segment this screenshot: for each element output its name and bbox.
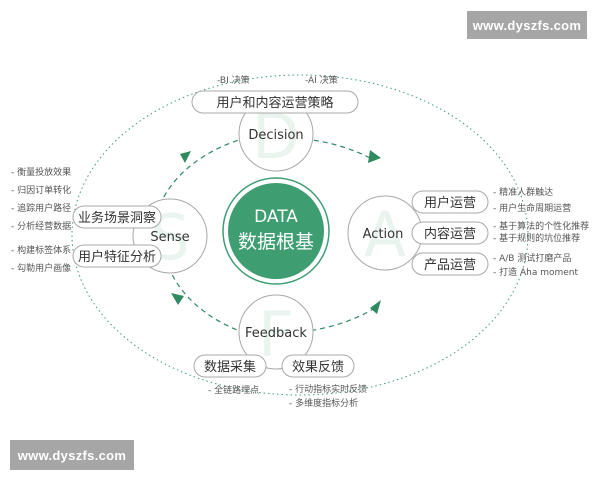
decision-label-bi: -BI 决策 xyxy=(217,74,250,86)
arrow-to-action-icon xyxy=(368,150,381,163)
feedback-box-data-collect: 数据采集 xyxy=(193,354,267,378)
hub-action: A Action xyxy=(347,195,423,271)
center-title-zh: 数据根基 xyxy=(238,231,314,253)
action-hub-label: Action xyxy=(363,227,404,242)
sense-note: - 构建标签体系 xyxy=(11,244,71,256)
action-letter: A xyxy=(364,198,406,271)
action-box-label: 产品运营 xyxy=(424,258,476,273)
decision-label-ai: -AI 决策 xyxy=(305,74,338,86)
decision-strategy-label: 用户和内容运营策略 xyxy=(216,95,333,111)
action-box-user-ops: 用户运营 xyxy=(411,190,489,214)
sense-box-label: 业务场景洞察 xyxy=(78,210,156,226)
feedback-note: - 行动指标实时反馈 xyxy=(289,383,367,395)
arrow-to-sense-icon xyxy=(171,293,184,305)
loop-arc-sense-decision xyxy=(159,137,246,206)
watermark-bottom: www.dyszfs.com xyxy=(10,440,134,470)
sense-box-scene-insight: 业务场景洞察 xyxy=(72,205,162,229)
watermark-top: www.dyszfs.com xyxy=(467,11,587,39)
sense-box-label: 用户特征分析 xyxy=(78,249,156,265)
feedback-note: - 全链路埋点 xyxy=(208,384,259,396)
action-note: - A/B 测试打磨产品 xyxy=(493,252,571,264)
action-note: - 用户生命周期运营 xyxy=(493,202,571,214)
action-box-content-ops: 内容运营 xyxy=(411,221,489,245)
center-data-core: DATA 数据根基 xyxy=(222,177,330,285)
outer-ring xyxy=(71,74,529,396)
loop-arc-feedback-sense xyxy=(167,264,246,334)
sense-note: - 衡量投放效果 xyxy=(11,166,71,178)
action-note: - 基于算法的个性化推荐 xyxy=(493,220,589,232)
sense-hub-label: Sense xyxy=(150,230,189,245)
hub-feedback: F Feedback xyxy=(238,294,314,371)
action-note: - 基于规则的坑位推荐 xyxy=(493,232,580,244)
sense-box-user-feature: 用户特征分析 xyxy=(72,244,162,268)
action-box-label: 内容运营 xyxy=(424,226,476,242)
arrow-to-decision-icon xyxy=(180,151,191,163)
center-title-en: DATA xyxy=(254,207,298,227)
action-box-label: 用户运营 xyxy=(424,195,476,211)
action-note: - 精准人群触达 xyxy=(493,186,553,198)
feedback-note: - 多维度指标分析 xyxy=(289,397,358,409)
feedback-box-label: 效果反馈 xyxy=(292,360,344,375)
sense-note: - 归因订单转化 xyxy=(11,184,71,196)
feedback-box-effect: 效果反馈 xyxy=(281,354,355,378)
sense-note: - 分析经营数据 xyxy=(11,220,71,232)
decision-hub-label: Decision xyxy=(248,128,303,143)
feedback-hub-label: Feedback xyxy=(245,326,307,341)
decision-strategy-box: 用户和内容运营策略 xyxy=(191,90,359,114)
sense-note: - 追踪用户路径 xyxy=(11,202,71,214)
loop-arrows xyxy=(171,150,381,314)
action-note: - 打造 Aha moment xyxy=(493,266,578,278)
sense-note: - 勾勒用户画像 xyxy=(11,262,71,274)
arrow-to-feedback-icon xyxy=(370,300,381,314)
feedback-box-label: 数据采集 xyxy=(204,359,256,375)
action-box-product-ops: 产品运营 xyxy=(411,252,489,276)
